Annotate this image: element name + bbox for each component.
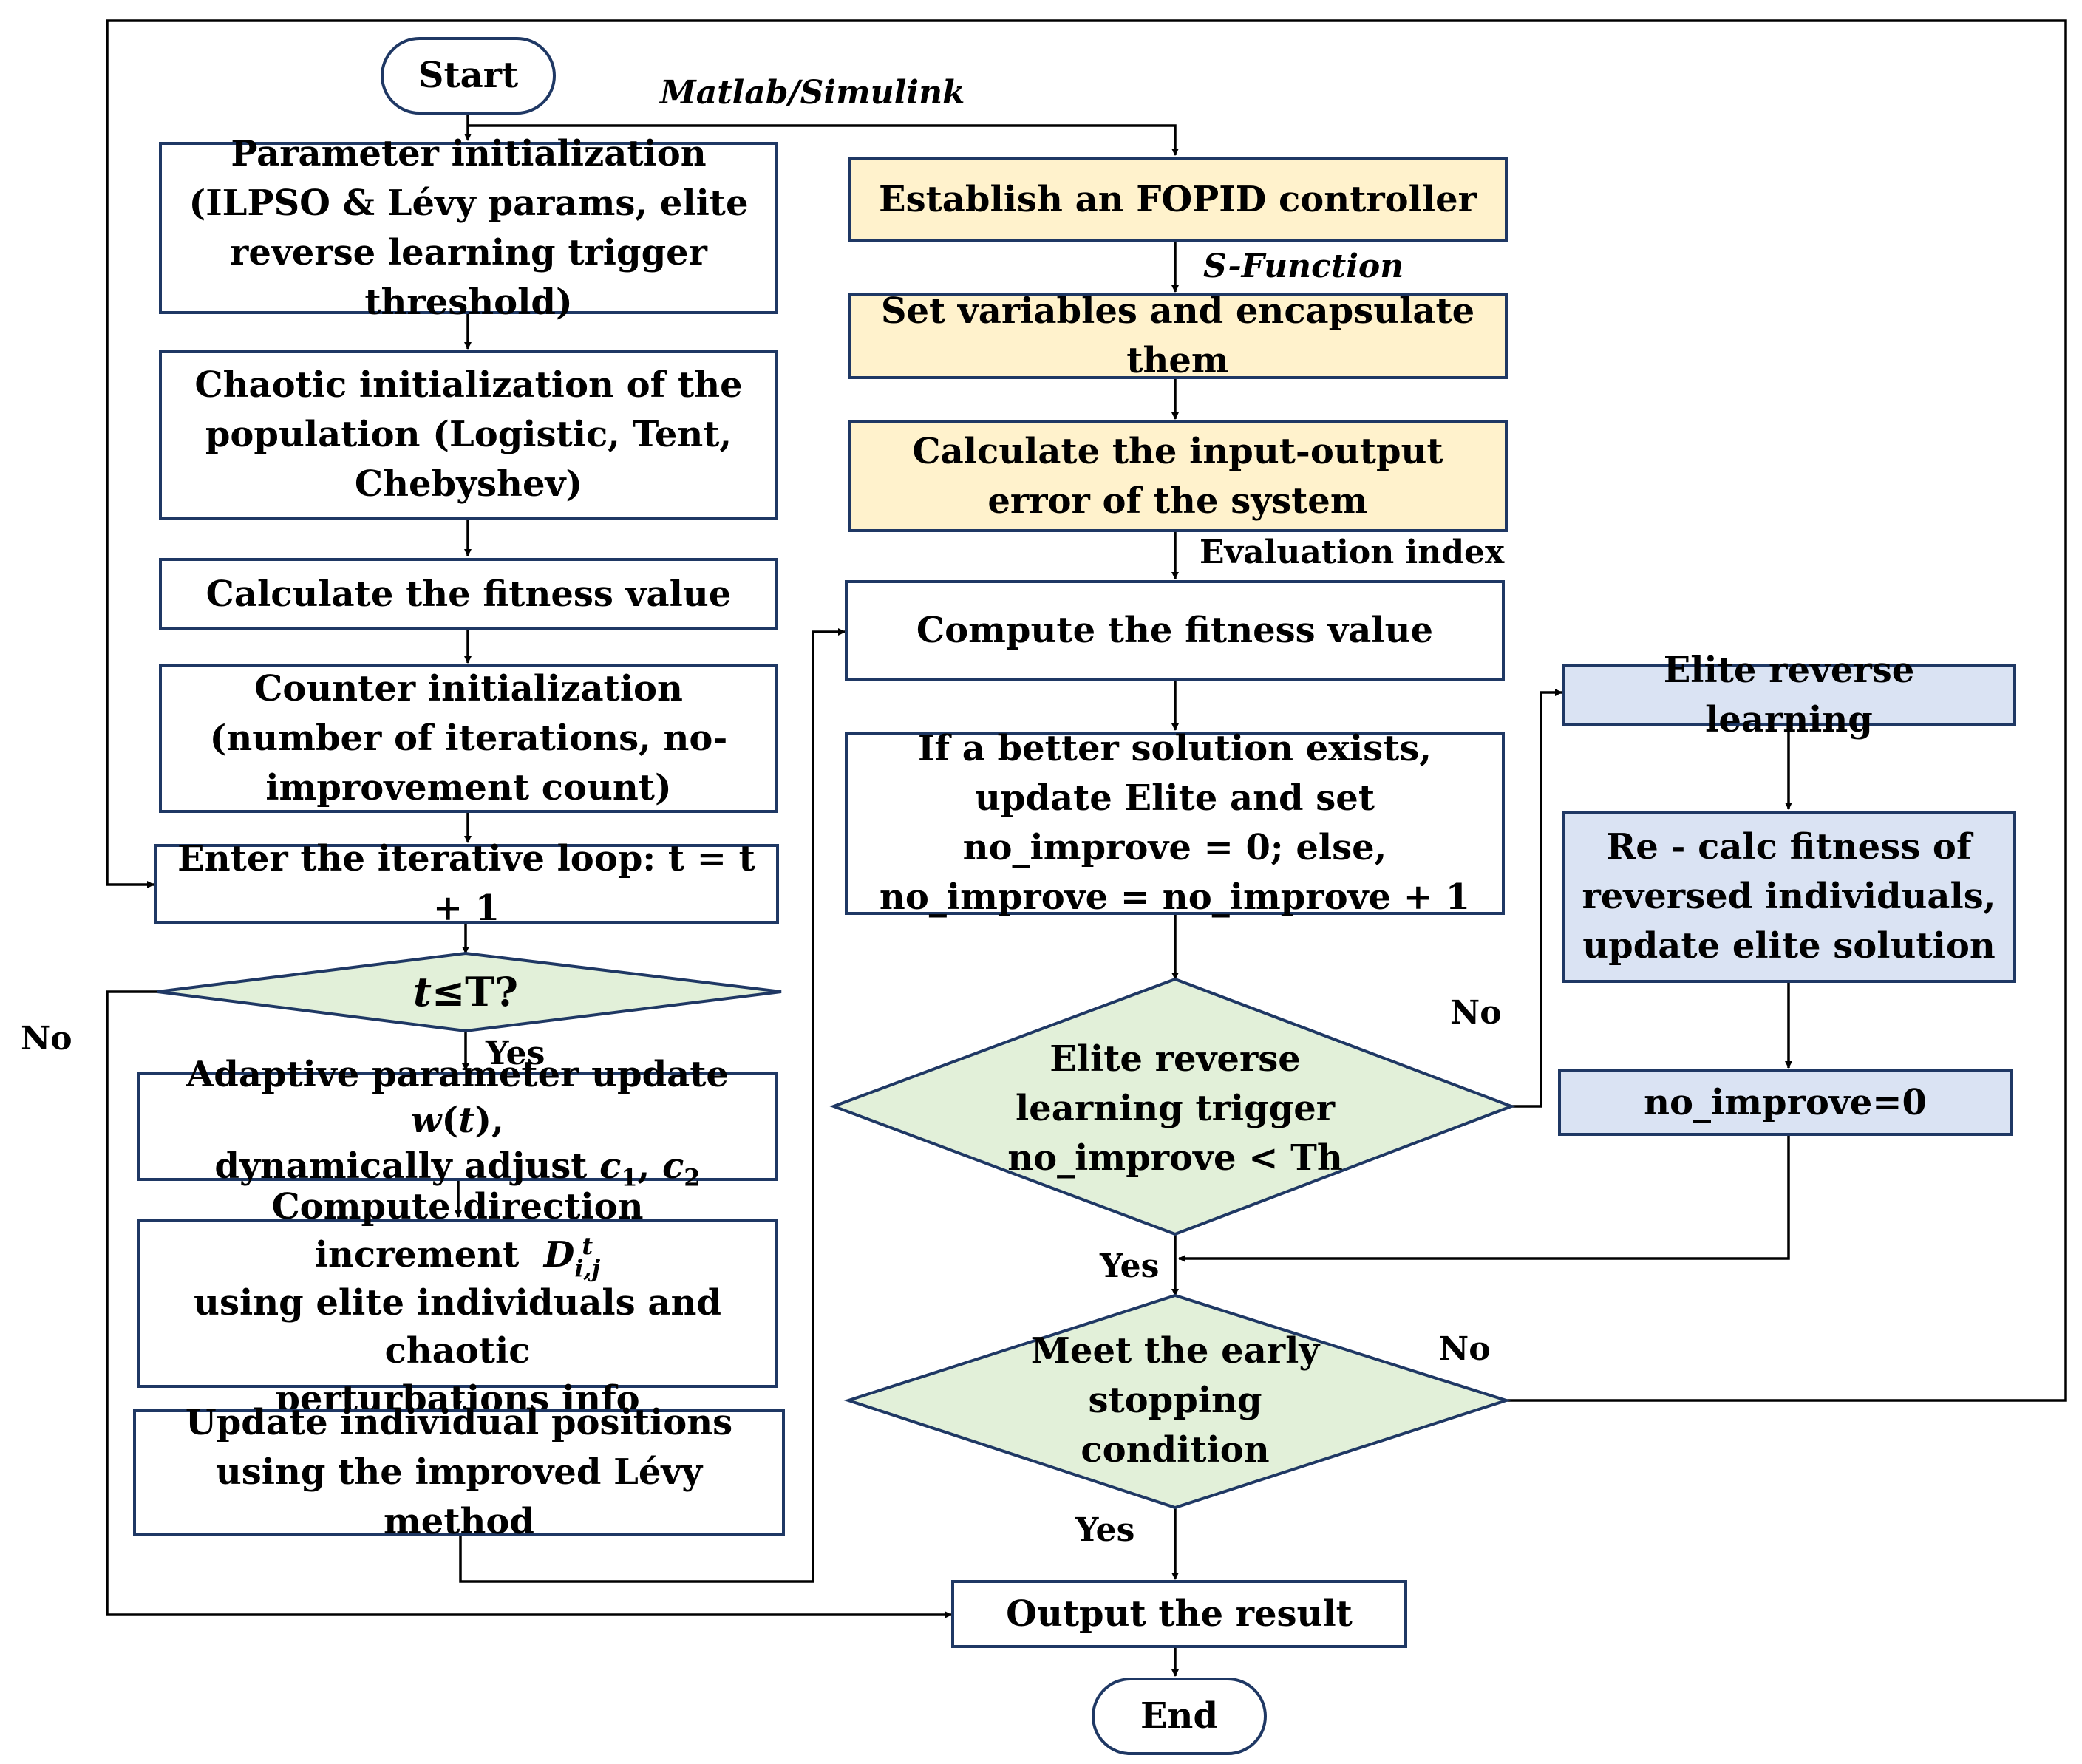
- recalc-fitness-box: Re - calc fitness of reversed individual…: [1562, 811, 2016, 983]
- set-variables-box: Set variables and encapsulate them: [848, 290, 1508, 381]
- early-stop-diamond: [843, 1293, 1511, 1510]
- chaotic-init-box: Chaotic initialization of the population…: [159, 350, 778, 520]
- early-stop-yes-label: Yes: [1075, 1511, 1135, 1549]
- parameter-init-box: Parameter initialization (ILPSO & Lévy p…: [159, 133, 778, 323]
- evaluation-index-label: Evaluation index: [1200, 534, 1505, 571]
- loop-yes-label: Yes: [486, 1035, 545, 1072]
- elite-trigger-diamond: [829, 977, 1516, 1236]
- adaptive-update-box: Adaptive parameter update w(t), dynamica…: [137, 1054, 778, 1192]
- compute-fitness-box: Compute the fitness value: [845, 580, 1505, 681]
- input-output-error-box: Calculate the input-output error of the …: [848, 420, 1508, 532]
- matlab-simulink-label: Matlab/Simulink: [660, 74, 965, 112]
- elite-reverse-learning-box: Elite reverse learning: [1562, 650, 2016, 740]
- early-stop-no-label: No: [1439, 1330, 1491, 1368]
- end-terminal: End: [1092, 1678, 1267, 1755]
- loop-return-line: [106, 19, 2067, 1402]
- early-stop-label: Meet the early stopping condition: [1030, 1329, 1320, 1471]
- s-function-label: S-Function: [1203, 248, 1404, 285]
- counter-init-box: Counter initialization (number of iterat…: [159, 664, 778, 813]
- loop-no-label: No: [21, 1020, 72, 1058]
- update-elite-box: If a better solution exists, update Elit…: [845, 728, 1505, 918]
- output-result-box: Output the result: [951, 1580, 1407, 1648]
- calculate-fitness-box: Calculate the fitness value: [159, 558, 778, 630]
- start-terminal: Start: [381, 37, 556, 115]
- loop-condition-label: t≤T?: [412, 968, 519, 1015]
- trigger-no-label: No: [1450, 994, 1502, 1032]
- levy-update-box: Update individual positions using the im…: [133, 1402, 785, 1542]
- no-improve-reset-box: no_improve=0: [1558, 1069, 2013, 1136]
- loop-condition-diamond: [157, 951, 782, 1033]
- elite-trigger-label: Elite reverse learning trigger no_improv…: [1007, 1038, 1343, 1179]
- trigger-yes-label: Yes: [1100, 1247, 1160, 1285]
- iterative-loop-box: Enter the iterative loop: t = t + 1: [154, 838, 779, 929]
- establish-fopid-box: Establish an FOPID controller: [848, 157, 1508, 242]
